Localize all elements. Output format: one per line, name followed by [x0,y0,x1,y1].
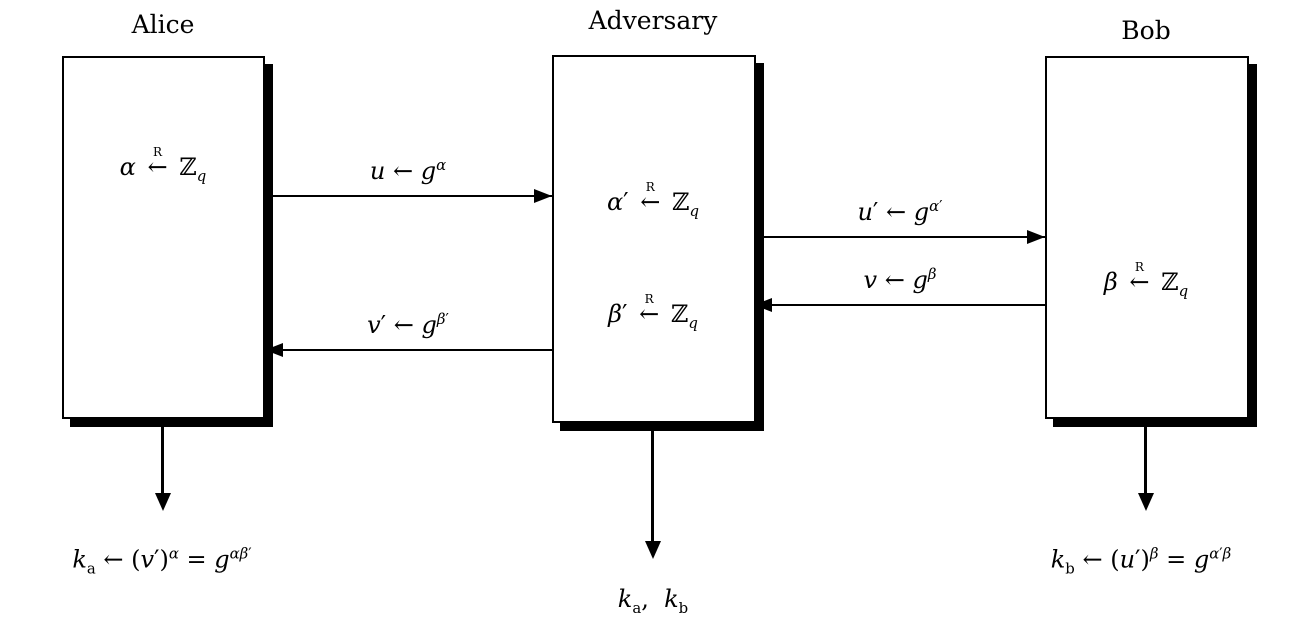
arrowhead-right-icon [1027,230,1045,244]
adversary-box [552,55,756,423]
arrow-line [265,349,554,351]
arrowhead-left-icon [754,298,772,312]
bob-box-title: Bob [1121,16,1171,45]
arrow-line [1144,419,1147,493]
alice-box [62,56,265,419]
bob-sample-formula: β R← ℤq [1103,260,1189,300]
adversary-sample-formula-2: β′ R← ℤq [608,292,698,332]
message-label-v: v ← gβ [863,265,937,294]
arrow-line [754,304,1045,306]
message-label-u-prime: u′ ← gα′ [857,197,943,226]
arrowhead-down-icon [155,493,171,511]
alice-box-title: Alice [131,10,195,39]
bob-key-formula: kb ← (u′)β = gα′β [1050,544,1232,578]
arrowhead-right-icon [534,189,552,203]
arrow-line [651,423,654,541]
arrowhead-down-icon [1138,493,1154,511]
alice-sample-formula: α R← ℤq [119,145,207,185]
message-label-u: u ← gα [369,156,447,185]
arrowhead-down-icon [645,541,661,559]
arrow-line [754,236,1045,238]
message-label-v-prime: v′ ← gβ′ [367,310,449,339]
bob-box [1045,56,1249,419]
adversary-sample-formula-1: α′ R← ℤq [606,180,700,220]
arrow-line [161,419,164,493]
alice-key-formula: ka ← (v′)α = gαβ′ [72,544,252,578]
adversary-box-title: Adversary [588,6,718,35]
arrow-line [265,195,552,197]
arrowhead-left-icon [265,343,283,357]
adversary-keys-formula: ka, kb [617,585,689,617]
